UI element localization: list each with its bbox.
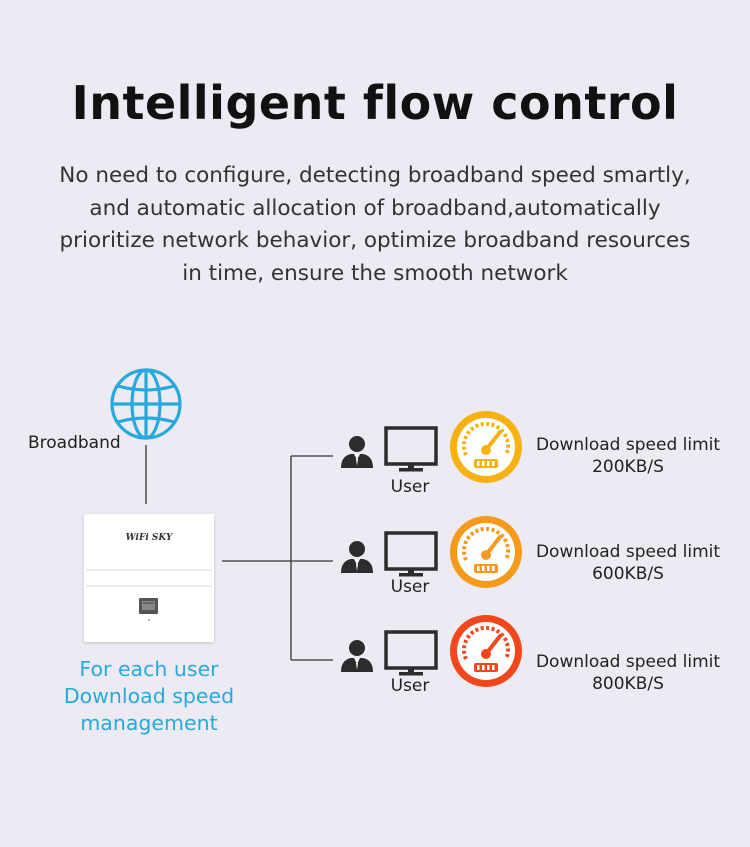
speedometer-icon — [450, 411, 522, 483]
speed-limit-600: Download speed limit 600KB/S — [528, 541, 728, 585]
monitor-icon — [384, 426, 438, 472]
svg-text:WiFi SKY: WiFi SKY — [126, 533, 174, 543]
user-label: User — [390, 477, 430, 497]
speed-limit-200: Download speed limit 200KB/S — [528, 434, 728, 478]
connector-lines — [145, 445, 333, 661]
page-title: Intelligent flow control — [71, 76, 679, 130]
management-line: Download speed — [63, 684, 235, 708]
speed-limit-text: Download speed limit — [535, 435, 721, 455]
speedometer-icon — [450, 516, 522, 588]
speed-limit-text: Download speed limit — [535, 542, 721, 562]
description: No need to configure, detecting broadban… — [40, 160, 710, 290]
user-rows — [341, 411, 522, 687]
broadband-label: Broadband — [28, 433, 121, 453]
globe-icon — [110, 368, 182, 440]
user-icon — [341, 541, 373, 573]
description-line: in time, ensure the smooth network — [182, 260, 568, 286]
speed-limit-800: Download speed limit 800KB/S — [528, 651, 728, 695]
speed-limit-value: 600KB/S — [592, 564, 664, 584]
management-text: For each user Download speed management — [40, 656, 258, 737]
monitor-icon — [384, 531, 438, 577]
user-label: User — [390, 676, 430, 696]
speed-limit-text: Download speed limit — [535, 652, 721, 672]
ethernet-port-icon — [139, 598, 158, 614]
user-icon — [341, 436, 373, 468]
description-line: and automatic allocation of broadband,au… — [89, 195, 661, 221]
description-line: No need to configure, detecting broadban… — [59, 163, 691, 188]
monitor-icon — [384, 630, 438, 676]
speed-limit-value: 200KB/S — [592, 457, 664, 477]
speed-limit-value: 800KB/S — [592, 674, 664, 694]
management-line: management — [80, 711, 218, 735]
management-line: For each user — [79, 657, 219, 681]
user-label: User — [390, 577, 430, 597]
router-device: WiFi SKY — [84, 514, 214, 642]
speedometer-icon — [450, 615, 522, 687]
user-icon — [341, 640, 373, 672]
description-line: prioritize network behavior, optimize br… — [59, 228, 691, 253]
